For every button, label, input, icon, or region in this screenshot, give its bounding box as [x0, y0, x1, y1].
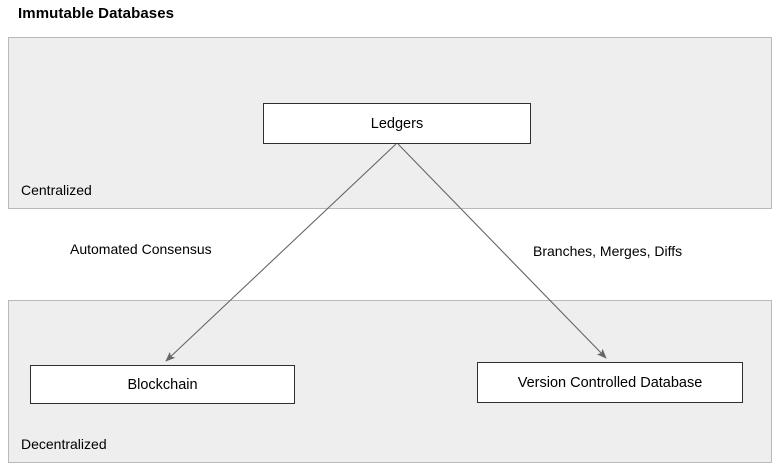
edge-label-branches-merges-diffs: Branches, Merges, Diffs	[533, 243, 683, 259]
group-label-decentralized: Decentralized	[21, 436, 107, 452]
page-title: Immutable Databases	[18, 5, 175, 22]
group-label-centralized: Centralized	[21, 182, 92, 198]
node-ledgers[interactable]: Ledgers	[263, 103, 531, 144]
node-version-controlled-database[interactable]: Version Controlled Database	[477, 362, 743, 403]
node-blockchain[interactable]: Blockchain	[30, 365, 295, 404]
edge-label-automated-consensus: Automated Consensus	[70, 241, 212, 257]
